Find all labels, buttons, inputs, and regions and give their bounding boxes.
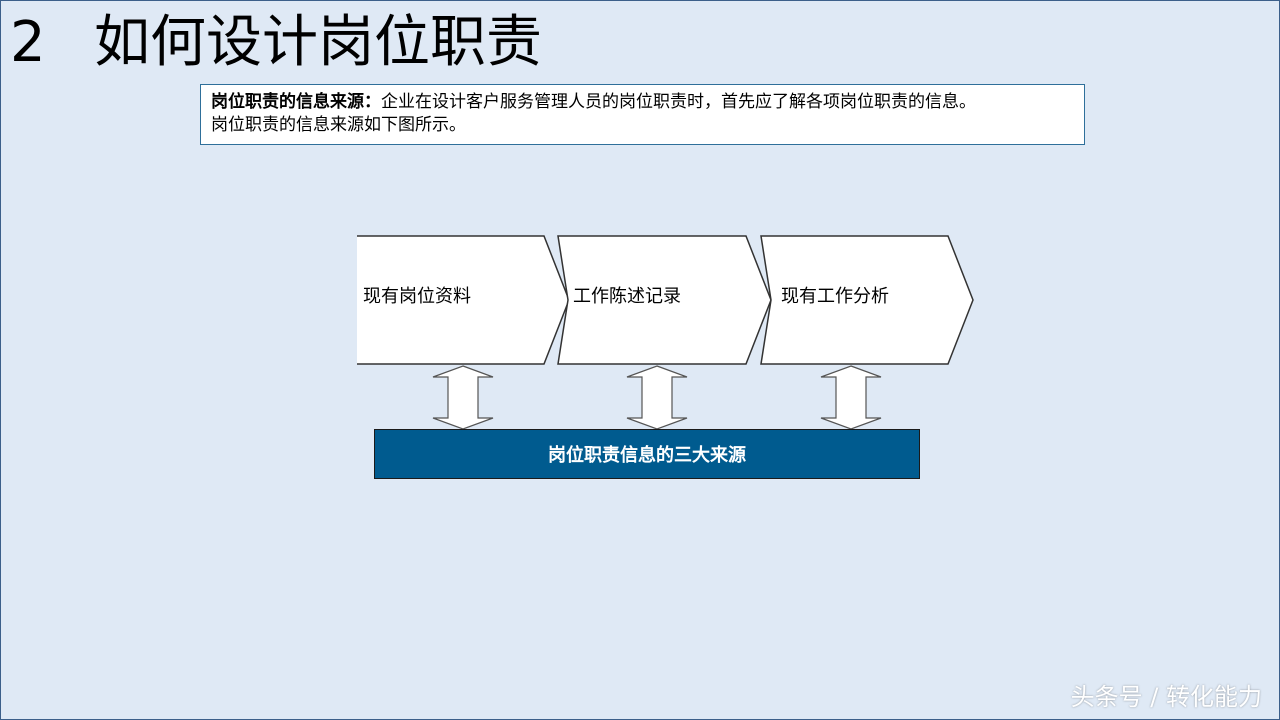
title-number: 2	[10, 10, 46, 75]
double-arrow-3	[820, 365, 882, 430]
title-text: 如何设计岗位职责	[94, 10, 542, 75]
double-arrow-2	[626, 365, 688, 430]
intro-label: 岗位职责的信息来源：	[211, 92, 381, 112]
intro-text-line1: 企业在设计客户服务管理人员的岗位职责时，首先应了解各项岗位职责的信息。	[381, 92, 976, 112]
intro-box: 岗位职责的信息来源：企业在设计客户服务管理人员的岗位职责时，首先应了解各项岗位职…	[200, 84, 1085, 145]
base-bar-label: 岗位职责信息的三大来源	[548, 445, 746, 466]
intro-text-line2: 岗位职责的信息来源如下图所示。	[211, 115, 466, 135]
watermark: 头条号 / 转化能力	[1070, 683, 1262, 711]
base-bar: 岗位职责信息的三大来源	[374, 429, 920, 479]
chevron-step-2	[557, 235, 772, 365]
chevron-step-3	[760, 235, 974, 365]
double-arrow-1	[432, 365, 494, 430]
step-label-1: 现有岗位资料	[363, 286, 471, 307]
step-label-3: 现有工作分析	[781, 286, 889, 307]
page-title: 2 如何设计岗位职责	[10, 8, 542, 78]
step-label-2: 工作陈述记录	[573, 286, 681, 307]
